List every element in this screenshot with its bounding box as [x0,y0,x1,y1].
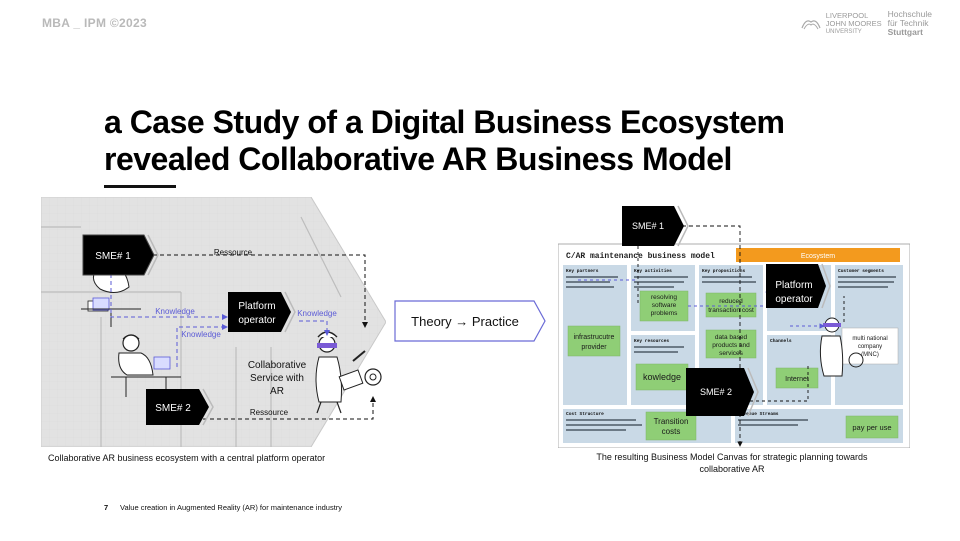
page-number: 7 [104,503,109,512]
canvas-title: C/AR maintenance business model [566,252,715,261]
hft-line-3: Stuttgart [887,27,923,37]
canvas-caption: The resulting Business Model Canvas for … [564,451,900,475]
platform-label-1: Platform [238,301,275,312]
note-transition-2: costs [662,427,681,436]
sme1-label: SME# 1 [95,251,131,262]
ressource-bottom-arrow [161,396,376,420]
ecosystem-caption: Collaborative AR business ecosystem with… [48,453,326,463]
ljmu-line-3: UNIVERSITY [825,28,862,35]
note-pay-per-use [845,415,899,439]
note-resolving-2: software [652,302,677,309]
canvas-sme2-box [686,368,754,416]
note-infrastructure-1: infrastrucutre [574,334,615,341]
note-pay-per-use-label: pay per use [852,423,891,432]
ar-glasses-icon [317,343,337,348]
note-reduced-2: transaction cost [708,307,754,314]
canvas-sme1-box [622,206,684,246]
canvas-caption-line-1: The resulting Business Model Canvas for … [596,452,868,462]
theory-practice-label: Theory → Practice [411,313,519,329]
note-multinational [841,327,899,365]
laptop-icon-middle [153,356,171,370]
knowledge-mid-label: Knowledge [181,330,221,339]
note-data-based [705,329,757,359]
note-infrastructure-2: provider [581,344,607,351]
note-multinational-3: (MNC) [861,352,879,358]
business-model-canvas: C/AR maintenance business model Ecosyste… [558,205,910,448]
note-multinational-2: company [858,344,882,350]
note-knowledge [635,363,689,391]
knowledge-right-arrow [299,320,330,336]
canvas-platform-label-2: operator [775,294,813,305]
note-internet [775,367,819,389]
canvas-sme1-label: SME# 1 [632,221,664,231]
note-multinational-1: multi national [852,336,887,342]
ecosystem-diagram: SME# 1 Platform operator SME# 2 Ressourc… [41,197,386,447]
note-data-based-3: services [719,350,744,357]
note-resolving-1: resolving [651,294,677,301]
platform-operator-box [228,292,291,332]
hft-logo: Hochschule für Technik Stuttgart [888,10,932,37]
knowledge-left-label: Knowledge [155,307,195,316]
ljmu-line-2: JOHN MOORES [825,18,882,28]
sme1-box [82,234,155,276]
note-transition-1: Transition [654,417,689,426]
ressource-top-label: Ressource [214,248,253,257]
ressource-bottom-label: Ressource [250,408,289,417]
note-internet-label: Internet [785,376,809,383]
hdr-value-propositions: Key propositions [702,268,746,274]
ecosystem-tag [736,248,900,262]
ljmu-logo: LIVERPOOL JOHN MOORES UNIVERSITY [800,10,882,36]
note-infrastructure [567,325,621,357]
hdr-cost-structure: Cost Structure [566,411,604,417]
hdr-customer-segments: Customer segments [838,268,884,274]
title-line-2: revealed Collaborative AR Business Model [104,141,732,177]
knowledge-mid-arrow [176,324,228,367]
sme2-label: SME# 2 [155,403,191,414]
note-data-based-2: products and [712,342,750,349]
service-label-3: AR [270,386,284,397]
laptop-icon-top [92,297,110,311]
note-transition-costs [645,411,697,441]
service-label-1: Collaborative [248,360,307,371]
canvas-platform-box [766,264,826,308]
logos: LIVERPOOL JOHN MOORES UNIVERSITY Hochsch… [800,10,932,37]
canvas-platform-label-1: Platform [775,280,812,291]
sme2-box [146,389,209,425]
ljmu-line-1: LIVERPOOL [825,10,869,20]
canvas-caption-line-2: collaborative AR [699,464,765,474]
theory-practice-arrow [394,300,546,342]
toolbox-icon [338,369,364,391]
note-resolving-3: problems [651,310,678,317]
ecosystem-tag-label: Ecosystem [801,253,835,260]
hdr-key-activities: Key activities [634,268,672,274]
canvas-sme2-label: SME# 2 [700,387,732,397]
slide-title: a Case Study of a Digital Business Ecosy… [104,104,785,178]
hft-line-2: für Technik [887,18,929,28]
ljmu-crest-icon [801,19,821,29]
hdr-key-partners: Key partners [566,268,599,274]
platform-label-2: operator [238,315,276,326]
footer-text: Value creation in Augmented Reality (AR)… [120,503,343,512]
hft-line-1: Hochschule [887,9,932,19]
knowledge-right-label: Knowledge [297,309,337,318]
note-reduced-1: reduced [719,298,743,305]
title-line-1: a Case Study of a Digital Business Ecosy… [104,104,785,140]
course-label: MBA _ IPM ©2023 [42,16,147,30]
note-data-based-1: data based [715,334,748,341]
note-knowledge-label: kowledge [643,372,681,382]
service-label-2: Service with [250,373,304,384]
hammer-icon [352,350,366,362]
ressource-top-arrow [153,254,368,328]
canvas-gear-icon [848,352,864,368]
hdr-channels: Channels [770,338,792,344]
hdr-revenue-streams: Revenue Streams [738,411,779,417]
gear-icon [364,368,382,386]
knowledge-left-arrow [110,267,228,320]
note-reduced [705,292,757,318]
canvas-ar-glasses-icon [823,323,841,327]
hdr-key-resources: Key resources [634,338,669,344]
title-underline [104,185,176,188]
